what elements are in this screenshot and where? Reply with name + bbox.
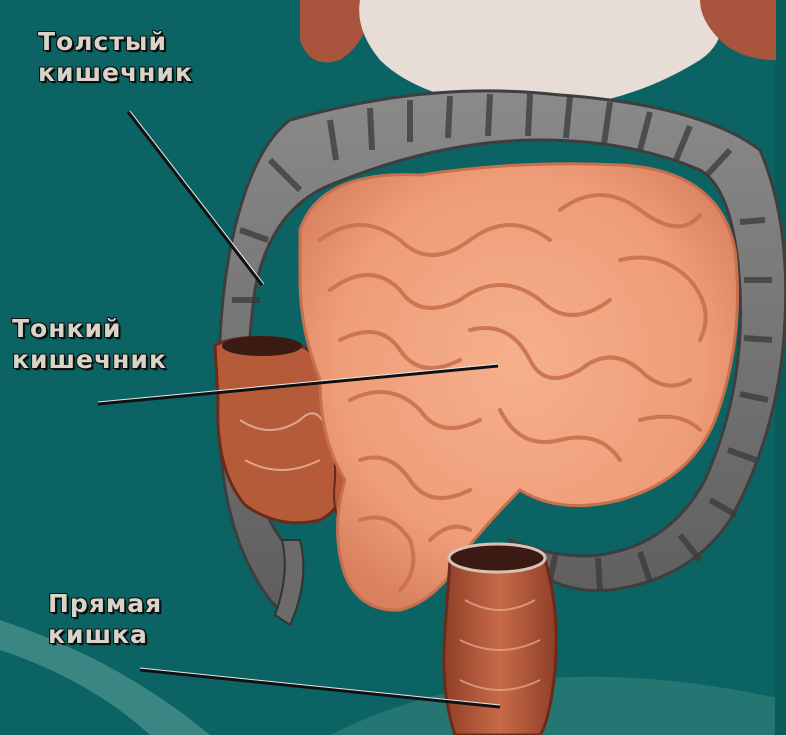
label-rectum-line2: кишка	[48, 619, 162, 650]
label-small-intestine-line1: Тонкий	[12, 313, 167, 344]
rectum-body	[444, 553, 557, 735]
cecum-opening	[222, 336, 302, 356]
bottom-light-band	[330, 677, 786, 735]
label-large-intestine-line1: Толстый	[38, 26, 193, 57]
label-rectum: Прямая кишка	[48, 588, 162, 650]
rectum-opening	[449, 544, 545, 572]
label-large-intestine-line2: кишечник	[38, 57, 193, 88]
upper-right-organ	[700, 0, 776, 60]
label-large-intestine: Толстый кишечник	[38, 26, 193, 88]
label-small-intestine: Тонкий кишечник	[12, 313, 167, 375]
label-small-intestine-line2: кишечник	[12, 344, 167, 375]
label-rectum-line1: Прямая	[48, 588, 162, 619]
